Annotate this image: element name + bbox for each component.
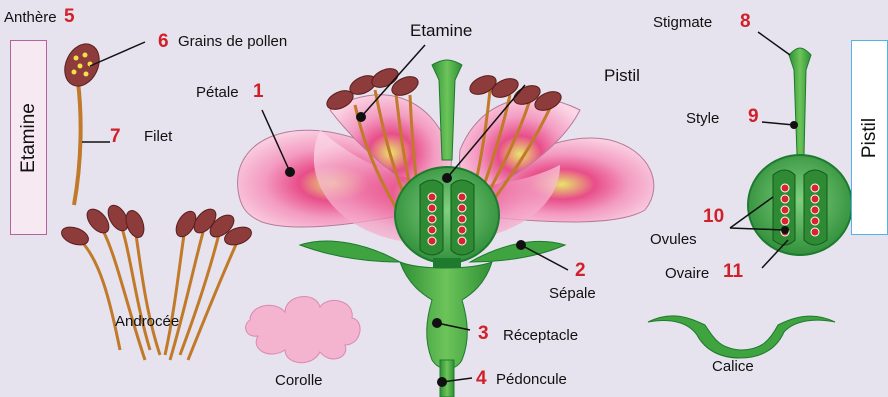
pistil-side-box: Pistil [851,40,888,235]
label-anthere: Anthère [4,10,57,25]
label-stigmate: Stigmate [653,15,712,30]
number-9: 9 [748,107,759,126]
etamine-side-box: Etamine [10,40,47,235]
label-pistil: Pistil [604,67,640,84]
stamen-illustration [58,38,145,205]
label-androcee: Androcée [115,314,179,329]
label-filet: Filet [144,129,172,144]
label-etamine: Etamine [410,22,472,39]
label-calice: Calice [712,359,754,374]
number-7: 7 [110,127,121,146]
number-5: 5 [64,7,75,26]
number-2: 2 [575,261,586,280]
label-sepale: Sépale [549,286,596,301]
number-3: 3 [478,324,489,343]
pistil-side-title: Pistil [859,117,881,157]
label-corolle: Corolle [275,373,323,388]
number-1: 1 [253,82,264,101]
label-style: Style [686,111,719,126]
androecium-illustration [59,202,254,360]
number-10: 10 [703,207,724,226]
label-ovules: Ovules [650,232,697,247]
label-ovaire: Ovaire [665,266,709,281]
label-pedoncule: Pédoncule [496,372,567,387]
label-receptacle: Réceptacle [503,328,578,343]
etamine-side-title: Etamine [18,103,40,173]
number-6: 6 [158,32,169,51]
calyx-illustration [648,316,835,358]
label-grains-de-pollen: Grains de pollen [178,34,287,49]
pistil-illustration [730,32,852,268]
label-petale: Pétale [196,85,239,100]
number-11: 11 [723,262,743,281]
receptacle [400,262,492,369]
corolla-illustration [246,296,360,362]
number-4: 4 [476,369,487,388]
sepal-left [300,241,400,262]
number-8: 8 [740,12,751,31]
